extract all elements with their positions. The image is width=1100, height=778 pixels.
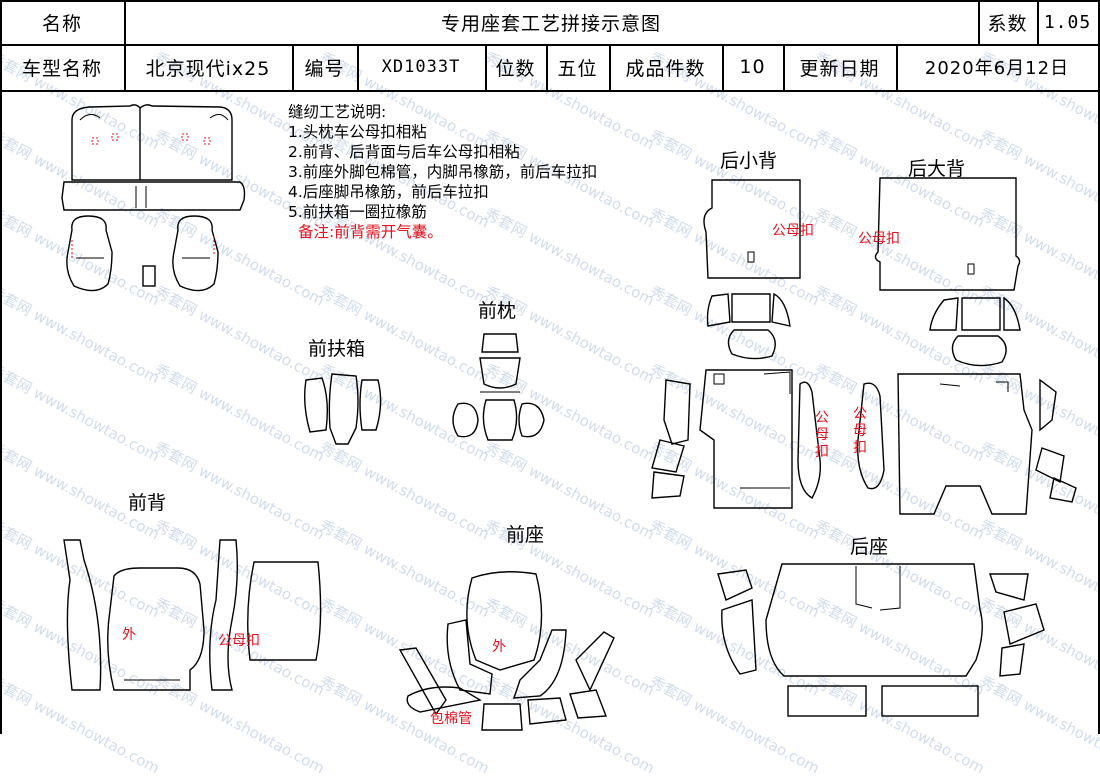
notes-remark: 备注:前背需开气囊。 bbox=[298, 223, 443, 241]
pieces-value: 10 bbox=[739, 56, 766, 78]
notes-item: 5.前扶箱一圈拉橡筋 bbox=[288, 203, 427, 221]
table-divider bbox=[978, 0, 980, 44]
code-label: 编号 bbox=[304, 57, 345, 80]
front-armrest-patterns bbox=[303, 373, 382, 445]
table-border-top bbox=[0, 0, 1100, 2]
notes-heading: 缝纫工艺说明: bbox=[288, 103, 387, 121]
page-title: 专用座套工艺拼接示意图 bbox=[440, 12, 661, 35]
table-divider bbox=[609, 44, 611, 90]
table-divider bbox=[292, 44, 294, 90]
table-divider bbox=[722, 44, 724, 90]
table-divider bbox=[783, 44, 785, 90]
seat-overview-thumbnail bbox=[61, 104, 246, 292]
label-front-seat: 前座 bbox=[506, 524, 545, 546]
rear-big-back-patterns bbox=[857, 177, 1077, 515]
sewing-notes: 缝纫工艺说明: 1.头枕车公母扣相粘 2.前背、后背面与后车公母扣相粘 3.前座… bbox=[288, 102, 597, 242]
table-divider bbox=[1037, 0, 1039, 44]
table-divider-row1 bbox=[0, 44, 1100, 46]
model-label: 车型名称 bbox=[21, 57, 102, 80]
pattern-drawings bbox=[61, 104, 1077, 731]
table-divider bbox=[124, 0, 126, 90]
snap-annotation: 公母扣 bbox=[858, 231, 900, 247]
pieces-label: 成品件数 bbox=[625, 57, 706, 80]
rear-small-back-patterns bbox=[651, 179, 822, 509]
name-label: 名称 bbox=[41, 12, 82, 35]
cotton-tube-annotation: 包棉管 bbox=[430, 711, 472, 727]
snap-annotation: 公母扣 bbox=[218, 633, 260, 649]
label-rear-big-back: 后大背 bbox=[908, 158, 966, 180]
snap-annotation: 公母扣 bbox=[772, 223, 814, 239]
outer-annotation: 外 bbox=[492, 639, 506, 655]
table-divider bbox=[896, 44, 898, 90]
table-border-right bbox=[1098, 0, 1100, 734]
date-value: 2020年6月12日 bbox=[924, 58, 1070, 79]
notes-item: 2.前背、后背面与后车公母扣相粘 bbox=[288, 143, 520, 161]
table-divider bbox=[546, 44, 548, 90]
label-front-headrest: 前枕 bbox=[478, 300, 517, 322]
coefficient-label: 系数 bbox=[987, 12, 1028, 35]
table-divider bbox=[485, 44, 487, 90]
coefficient-value: 1.05 bbox=[1043, 11, 1092, 33]
seats-value: 五位 bbox=[557, 57, 598, 80]
notes-item: 1.头枕车公母扣相粘 bbox=[288, 123, 427, 141]
notes-item: 3.前座外脚包棉管，内脚吊橡筋，前后车拉扣 bbox=[288, 163, 598, 181]
label-front-back: 前背 bbox=[128, 492, 167, 514]
seats-label: 位数 bbox=[495, 57, 536, 80]
table-divider-row2 bbox=[0, 90, 1100, 92]
code-value: XD1033T bbox=[381, 57, 461, 77]
model-value: 北京现代ix25 bbox=[145, 57, 271, 80]
notes-item: 4.后座脚吊橡筋，前后车拉扣 bbox=[288, 183, 489, 201]
front-seat-patterns bbox=[398, 571, 615, 731]
outer-annotation: 外 bbox=[122, 627, 136, 643]
label-front-armrest: 前扶箱 bbox=[308, 338, 366, 360]
rear-seat-patterns bbox=[717, 563, 1045, 717]
snap-annotation-vertical: 公母扣 bbox=[815, 410, 829, 460]
table-border-left bbox=[0, 0, 2, 734]
label-rear-small-back: 后小背 bbox=[720, 150, 778, 172]
label-rear-seat: 后座 bbox=[850, 536, 889, 558]
snap-annotation-vertical: 公母扣 bbox=[853, 406, 867, 456]
date-label: 更新日期 bbox=[799, 57, 880, 80]
table-divider bbox=[357, 44, 359, 90]
front-headrest-patterns bbox=[452, 333, 545, 441]
front-back-patterns bbox=[63, 539, 322, 691]
